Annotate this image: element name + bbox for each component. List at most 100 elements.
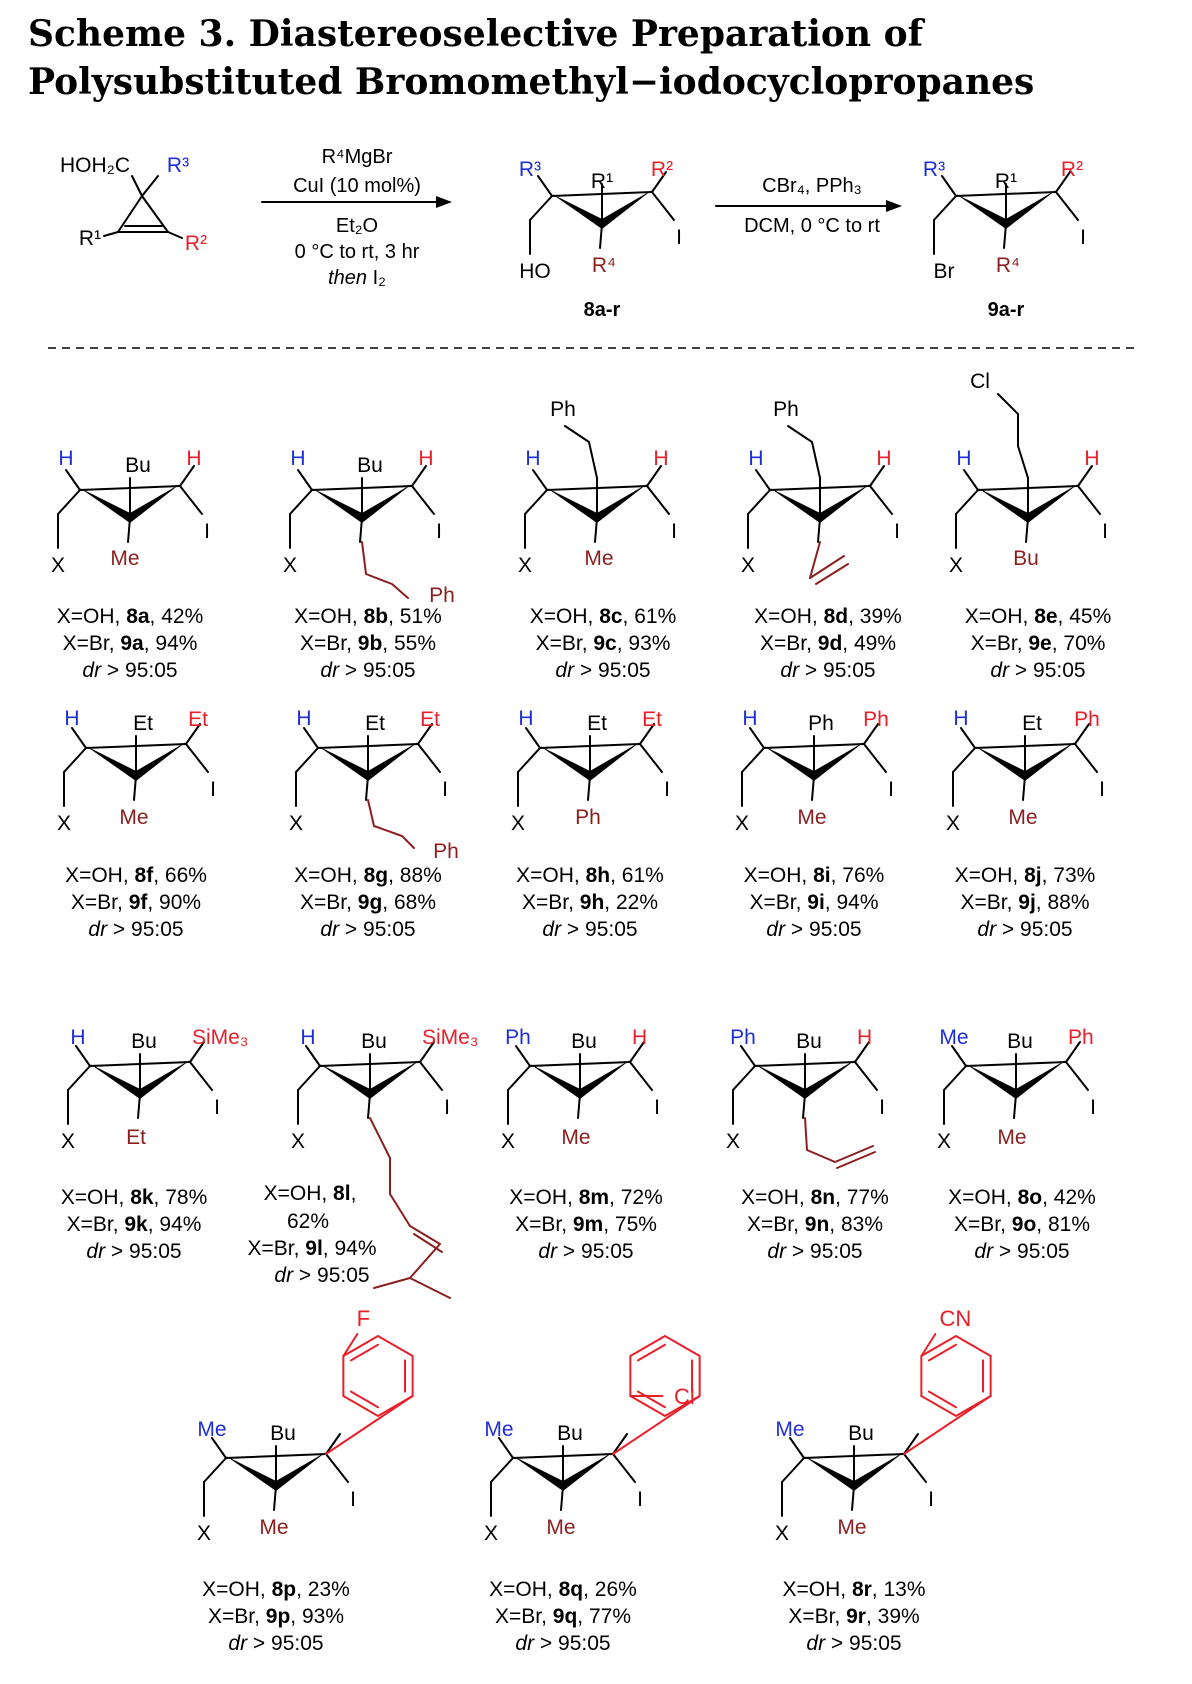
r4-bond xyxy=(594,517,598,543)
yield-br: X=Br, 9k, 94% xyxy=(67,1213,202,1236)
yield-text: > 95:05 xyxy=(574,659,650,682)
reagent-label: CBr₄, PPh₃ xyxy=(762,175,862,197)
r4-bond xyxy=(365,775,369,801)
yield-text: , 93% xyxy=(617,632,671,655)
compound-id: 9j xyxy=(1018,891,1036,914)
r3-bond xyxy=(963,469,979,491)
r2-bond xyxy=(417,723,433,745)
ch2-bond xyxy=(490,1457,514,1483)
r4-bond xyxy=(851,1485,855,1511)
dr-value: dr > 95:05 xyxy=(767,1240,862,1263)
r3-label: H xyxy=(748,447,763,470)
r1-label: Cl xyxy=(970,370,990,393)
r2-label: H xyxy=(876,447,891,470)
yield-text: , 26% xyxy=(583,1578,637,1601)
r4-bond xyxy=(817,517,821,543)
yield-text: X=Br, xyxy=(536,632,594,655)
r2-label: H xyxy=(186,447,201,470)
r2-bond xyxy=(1074,723,1090,745)
r4-bond xyxy=(359,517,363,543)
aromatic-double-bond xyxy=(636,1390,666,1409)
dr-value: dr > 95:05 xyxy=(977,918,1072,941)
yield-br: X=Br, 9d, 49% xyxy=(760,632,896,655)
dr-label: dr xyxy=(320,918,340,941)
aryl-bond xyxy=(903,1395,992,1455)
yield-text: > 95:05 xyxy=(785,918,861,941)
x-label: X xyxy=(61,1130,75,1153)
x-label: X xyxy=(197,1522,211,1545)
r2-bond xyxy=(1055,171,1071,193)
r4-bond xyxy=(273,1485,277,1511)
compound-id: 8k xyxy=(130,1186,154,1209)
ch2-bond xyxy=(529,195,553,221)
iodo-label: I xyxy=(1080,226,1086,249)
dr-label: dr xyxy=(806,1632,826,1655)
yield-text: > 95:05 xyxy=(339,659,415,682)
iodo-label: I xyxy=(1090,1096,1096,1119)
x-label: X xyxy=(949,554,963,577)
wedge-bond xyxy=(276,1452,326,1491)
wedge-bond xyxy=(597,484,647,523)
yield-text: , 81% xyxy=(1036,1213,1090,1236)
yield-text: > 95:05 xyxy=(105,1240,181,1263)
r3-label: R³ xyxy=(923,158,945,181)
ch2-bond xyxy=(955,489,979,515)
r4-label: Me xyxy=(997,1126,1026,1149)
r3-bond xyxy=(211,1437,227,1459)
vinyl-double-bond xyxy=(815,563,849,585)
r3-bond xyxy=(71,727,87,749)
yield-text: , 61% xyxy=(610,864,664,887)
chloropropyl-chain xyxy=(997,393,1029,479)
yield-text: , 72% xyxy=(609,1186,663,1209)
fluoro-label: F xyxy=(357,1306,370,1331)
compound-id: 9i xyxy=(807,891,825,914)
r3-bond xyxy=(789,1437,805,1459)
x-label: X xyxy=(484,1522,498,1545)
iodo-label: I xyxy=(350,1488,356,1511)
yield-text: , 78% xyxy=(154,1186,208,1209)
r3-bond xyxy=(65,469,81,491)
dr-value: dr > 95:05 xyxy=(542,918,637,941)
wedge-bond xyxy=(312,488,362,523)
dr-value: dr > 95:05 xyxy=(320,659,415,682)
chain-bond xyxy=(373,1277,411,1289)
ch2oh-bond xyxy=(131,175,143,197)
r2-bond xyxy=(651,171,667,193)
r2-bond xyxy=(869,465,885,487)
r4-bond xyxy=(811,775,815,801)
r1-label: Et xyxy=(1022,712,1042,735)
r3-bond xyxy=(749,727,765,749)
c-i-bond xyxy=(854,1061,878,1091)
wedge-bond xyxy=(755,1064,805,1099)
c-cn-bond xyxy=(920,1333,937,1357)
r3-bond xyxy=(740,1045,756,1067)
c-i-bond xyxy=(419,1061,443,1091)
c-i-bond xyxy=(1077,485,1101,515)
r2-label: Ph xyxy=(1074,708,1100,731)
ch2-bond xyxy=(295,747,319,773)
compound-id: 9d xyxy=(818,632,843,655)
r3-bond xyxy=(960,727,976,749)
r1-label: Bu xyxy=(357,454,383,477)
yield-br: X=Br, 9f, 90% xyxy=(71,891,201,914)
r3-label: H xyxy=(300,1026,315,1049)
compound-id: 9o xyxy=(1012,1213,1037,1236)
wedge-bond xyxy=(814,742,864,781)
wedge-bond xyxy=(130,484,180,523)
r2-bond xyxy=(854,1041,870,1063)
r1-label: R¹ xyxy=(995,170,1017,193)
r2-bond xyxy=(179,465,195,487)
dr-label: dr xyxy=(538,1240,558,1263)
dr-label: dr xyxy=(974,1240,994,1263)
yield-text: , 42% xyxy=(150,605,204,628)
yield-br: X=Br, 9r, 39% xyxy=(788,1605,919,1628)
then-label: then xyxy=(328,267,367,289)
compound-id: 9g xyxy=(358,891,383,914)
yield-text: X=Br, xyxy=(71,891,129,914)
r4-label: Me xyxy=(837,1516,866,1539)
dr-label: dr xyxy=(228,1632,248,1655)
dr-label: dr xyxy=(320,659,340,682)
r1-label: Bu xyxy=(571,1030,597,1053)
yield-text: X=OH, xyxy=(965,605,1034,628)
wedge-bond xyxy=(547,488,597,523)
